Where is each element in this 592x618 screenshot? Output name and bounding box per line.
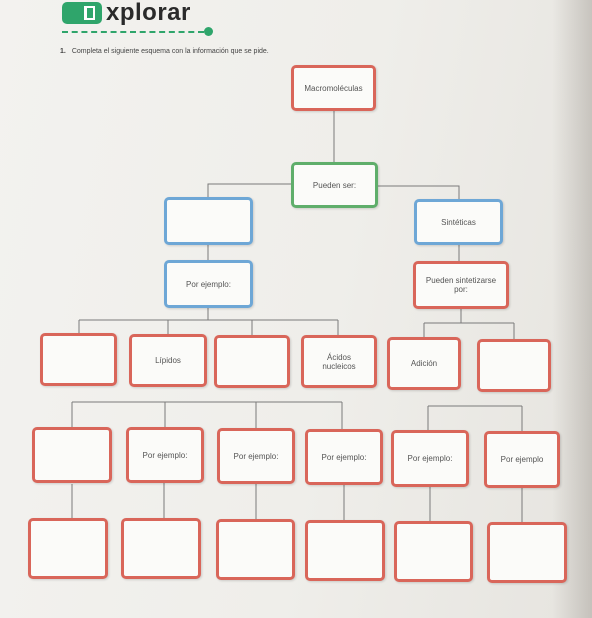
header-dot — [204, 27, 213, 36]
row3-label-2: Lípidos — [155, 356, 181, 365]
row4-box-3: Por ejemplo: — [217, 428, 295, 484]
row4-box-6: Por ejemplo — [484, 431, 560, 488]
section-header: xplorar — [62, 0, 222, 44]
row4-label-5: Por ejemplo: — [407, 454, 453, 463]
row5-box-1[interactable] — [28, 518, 108, 579]
header-dashed-line — [62, 31, 204, 33]
page-edge-shadow — [552, 0, 592, 618]
row5-box-6[interactable] — [487, 522, 567, 583]
row3-label-5: Adición — [410, 359, 438, 368]
row5-box-2[interactable] — [121, 518, 201, 579]
row3-box-1[interactable] — [40, 333, 117, 386]
row4-box-2: Por ejemplo: — [126, 427, 204, 483]
right-category-label: Sintéticas — [441, 217, 476, 227]
row3-box-5: Adición — [387, 337, 461, 390]
row4-label-2: Por ejemplo: — [142, 450, 188, 460]
row3-box-2: Lípidos — [129, 334, 207, 387]
row5-box-5[interactable] — [394, 521, 473, 582]
instruction-text: Completa el siguiente esquema con la inf… — [71, 48, 269, 55]
left-example-box: Por ejemplo: — [164, 260, 253, 308]
instruction: 1. Completa el siguiente esquema con la i… — [60, 48, 269, 55]
explorar-logo-icon — [62, 2, 102, 24]
left-category-box[interactable] — [164, 197, 253, 245]
root-label: Macromoléculas — [304, 83, 363, 93]
row4-box-5: Por ejemplo: — [391, 430, 469, 487]
row4-box-4: Por ejemplo: — [305, 429, 383, 485]
row3-box-6[interactable] — [477, 339, 551, 392]
instruction-number: 1. — [60, 48, 66, 55]
row5-box-4[interactable] — [305, 520, 385, 581]
row5-box-3[interactable] — [216, 519, 295, 580]
connector-label: Pueden ser: — [312, 180, 357, 190]
row4-label-3: Por ejemplo: — [233, 451, 279, 461]
connector-box: Pueden ser: — [291, 162, 378, 208]
row4-label-4: Por ejemplo: — [321, 452, 367, 462]
left-example-label: Por ejemplo: — [186, 279, 231, 289]
row3-box-3[interactable] — [214, 335, 290, 388]
right-method-box: Pueden sintetizarse por: — [413, 261, 509, 309]
right-method-label: Pueden sintetizarse por: — [425, 276, 497, 294]
right-category-box: Sintéticas — [414, 199, 503, 245]
row3-box-4: Ácidos nucleicos — [301, 335, 377, 388]
root-box: Macromoléculas — [291, 65, 376, 111]
row3-label-4: Ácidos nucleicos — [322, 352, 356, 371]
row4-box-1[interactable] — [32, 427, 112, 483]
row4-label-6: Por ejemplo — [500, 455, 544, 464]
section-title: xplorar — [106, 0, 191, 26]
